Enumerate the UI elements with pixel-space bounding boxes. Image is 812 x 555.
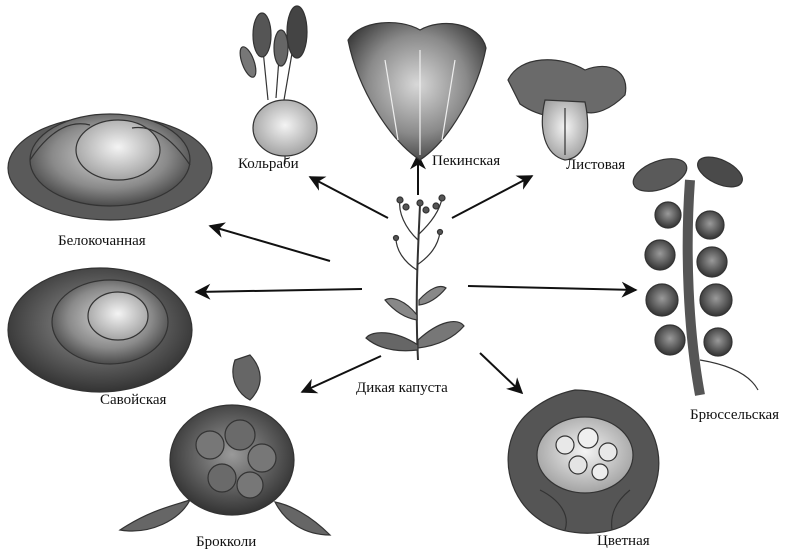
kohlrabi-icon xyxy=(237,6,317,164)
napa-cabbage-icon xyxy=(348,23,486,160)
arrows xyxy=(196,155,636,393)
label-leaf: Листовая xyxy=(566,157,625,174)
label-savoy: Савойская xyxy=(100,392,166,409)
white-cabbage-icon xyxy=(8,114,212,220)
savoy-cabbage-icon xyxy=(8,268,192,392)
arrow-to-white xyxy=(210,226,330,261)
arrow-to-brussels xyxy=(468,286,636,290)
brussels-sprouts-icon xyxy=(629,151,758,395)
label-brussels: Брюссельская xyxy=(690,407,779,424)
arrow-to-kohlrabi xyxy=(310,177,388,218)
arrow-to-savoy xyxy=(196,289,362,292)
wild-cabbage-plant-icon xyxy=(366,195,464,360)
label-white: Белокочанная xyxy=(58,233,146,250)
arrow-to-leaf xyxy=(452,176,532,218)
arrow-to-cauliflower xyxy=(480,353,522,393)
label-kohlrabi: Кольраби xyxy=(238,156,299,173)
label-pekinese: Пекинская xyxy=(432,153,500,170)
label-cauliflower: Цветная xyxy=(597,533,650,550)
label-broccoli: Брокколи xyxy=(196,534,256,551)
label-center-wild-cabbage: Дикая капуста xyxy=(356,380,448,397)
cauliflower-icon xyxy=(508,390,659,533)
bok-choy-icon xyxy=(508,60,626,160)
